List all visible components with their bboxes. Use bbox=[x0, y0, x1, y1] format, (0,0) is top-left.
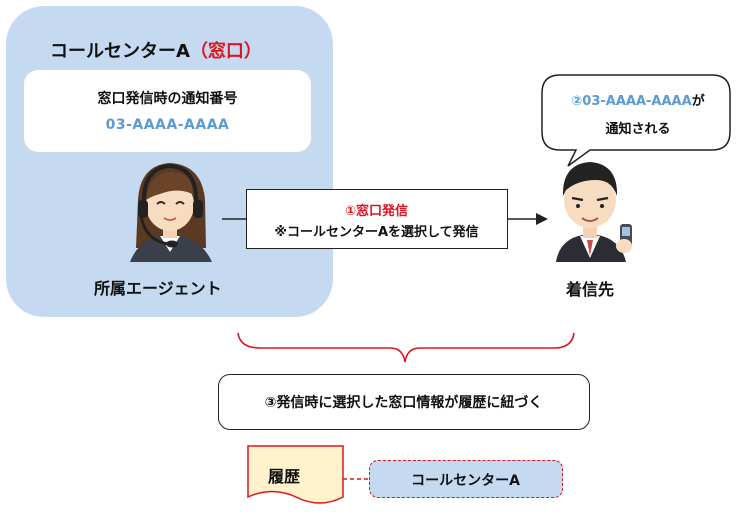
result-text: ③発信時に選択した窓口情報が履歴に紐づく bbox=[264, 395, 543, 411]
agent-icon bbox=[130, 163, 212, 262]
notify-number-card: 窓口発信時の通知番号 03-AAAA-AAAA bbox=[24, 70, 311, 152]
receiver-icon bbox=[556, 162, 632, 262]
agent-label: 所属エージェント bbox=[94, 279, 222, 298]
call-center-title: コールセンターA（窓口） bbox=[50, 37, 262, 63]
call-box: ①窓口発信 ※コールセンターAを選択して発信 bbox=[246, 189, 508, 249]
bubble-text-line1: ②03-AAAA-AAAAが bbox=[548, 90, 728, 109]
call-center-panel bbox=[6, 6, 333, 317]
call-note: ※コールセンターAを選択して発信 bbox=[274, 225, 479, 240]
receiver-label: 着信先 bbox=[566, 280, 615, 299]
call-center-name: コールセンターA bbox=[50, 41, 190, 62]
red-brace bbox=[237, 332, 575, 363]
result-box: ③発信時に選択した窓口情報が履歴に紐づく bbox=[218, 374, 590, 430]
call-arrowhead-icon bbox=[536, 213, 548, 225]
call-title: ①窓口発信 bbox=[344, 204, 408, 219]
notify-number-label: 窓口発信時の通知番号 bbox=[97, 91, 238, 107]
history-entry-text: コールセンターA bbox=[411, 473, 520, 489]
history-note bbox=[247, 445, 344, 504]
history-label: 履歴 bbox=[268, 467, 301, 486]
notify-number-value: 03-AAAA-AAAA bbox=[105, 117, 230, 133]
bubble-number: ②03-AAAA-AAAA bbox=[571, 94, 692, 109]
speech-bubble bbox=[541, 74, 731, 167]
history-entry-chip: コールセンターA bbox=[369, 460, 563, 498]
bubble-text-line2: 通知される bbox=[605, 122, 671, 137]
bubble-suffix: が bbox=[691, 94, 705, 109]
call-center-window-tag: （窓口） bbox=[189, 41, 262, 62]
